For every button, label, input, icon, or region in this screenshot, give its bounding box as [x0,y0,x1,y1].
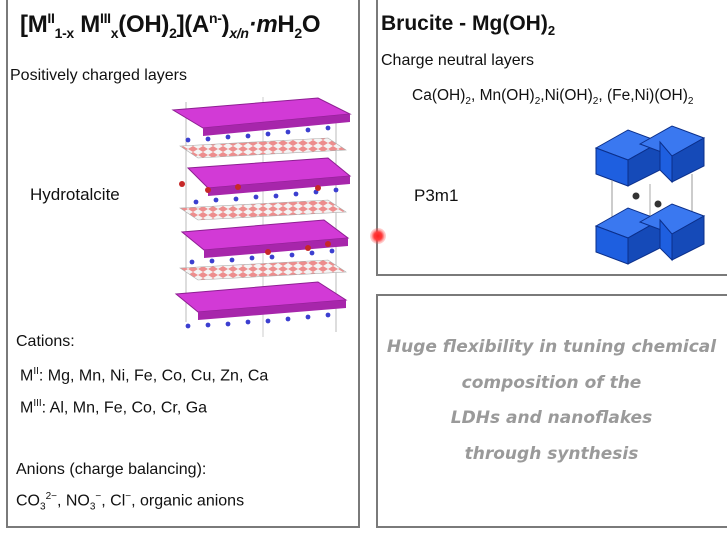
laser-pointer-dot [370,228,386,244]
positively-charged-label: Positively charged layers [10,67,187,84]
interlayer-anions-2 [179,199,347,221]
brucite-structure-image [594,125,706,265]
flexibility-line-1: Huge flexibility in tuning chemical [386,337,717,357]
trivalent-cations-line: MIII: Al, Mn, Fe, Co, Cr, Ga [20,398,208,417]
flexibility-line-3: LDHs and nanoflakes [450,408,653,428]
ldh-general-formula: [MII1-x MIIIx(OH)2](An-)x/n·mH2O [20,10,321,41]
anions-heading: Anions (charge balancing): [16,461,207,478]
anions-line: CO32−, NO3−, Cl−, organic anions [16,491,245,513]
flexibility-line-4: through synthesis [464,443,639,464]
interlayer-anions-3 [179,259,347,281]
charge-neutral-label: Charge neutral layers [381,52,534,69]
divalent-cations-line: MII: Mg, Mn, Ni, Fe, Co, Cu, Zn, Ca [20,366,269,385]
interlayer-anions-1 [179,137,347,159]
brucite-title: Brucite - Mg(OH)2 [381,12,556,39]
hydrotalcite-label: Hydrotalcite [30,185,120,204]
flexibility-statement: Huge flexibility in tuning chemical comp… [378,330,725,472]
brucite-formula-list: Ca(OH)2, Mn(OH)2,Ni(OH)2, (Fe,Ni)(OH)2 [412,87,694,108]
hydrotalcite-structure-image [171,97,352,337]
flexibility-line-2: composition of the [461,372,642,393]
space-group-label: P3m1 [414,186,459,205]
cations-heading: Cations: [16,333,75,350]
flexibility-panel [376,294,727,528]
